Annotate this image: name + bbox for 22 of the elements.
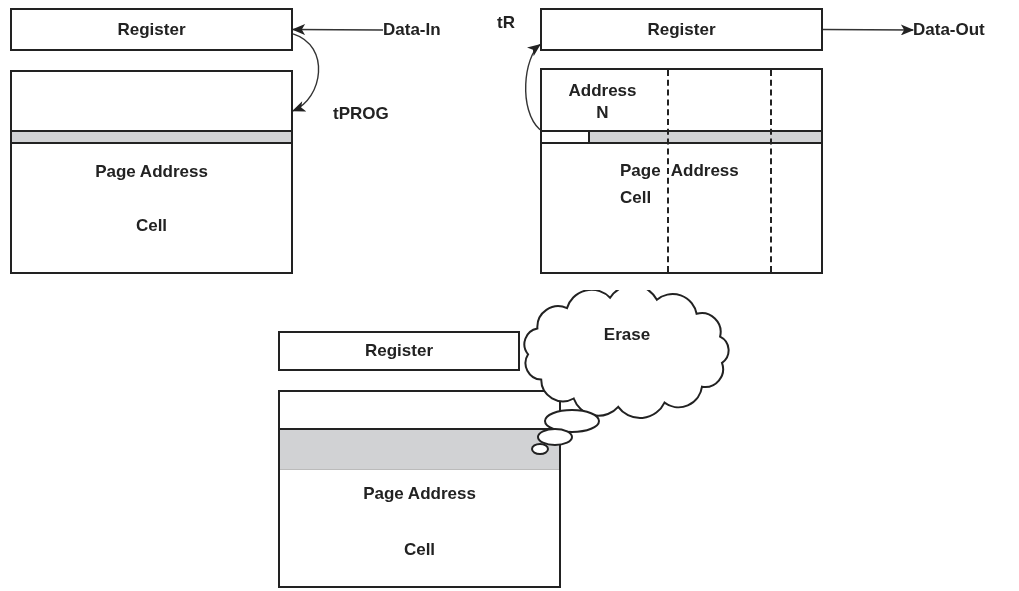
register-label: Register [365,340,433,362]
register-label: Register [117,18,186,41]
arrow [292,33,320,112]
block-label: Cell [620,187,653,209]
block-label: Page Address [620,160,740,182]
block-label: Cell [402,539,437,561]
block-label: Page Address [94,161,209,183]
register-box [540,8,823,51]
signal-label: Data-In [383,19,441,41]
arrow [822,24,915,36]
register-box [278,331,520,371]
memory-block [540,68,823,274]
block-label: Cell [134,215,169,237]
block-label: Address N [567,80,638,124]
register-box [10,8,293,51]
memory-block [278,390,561,588]
block-label: Page Address [362,483,477,505]
memory-block [10,70,293,274]
cloud-label: Erase [602,324,652,346]
arrow [525,43,541,131]
signal-label: Data-Out [913,19,985,41]
register-label: Register [647,18,716,41]
